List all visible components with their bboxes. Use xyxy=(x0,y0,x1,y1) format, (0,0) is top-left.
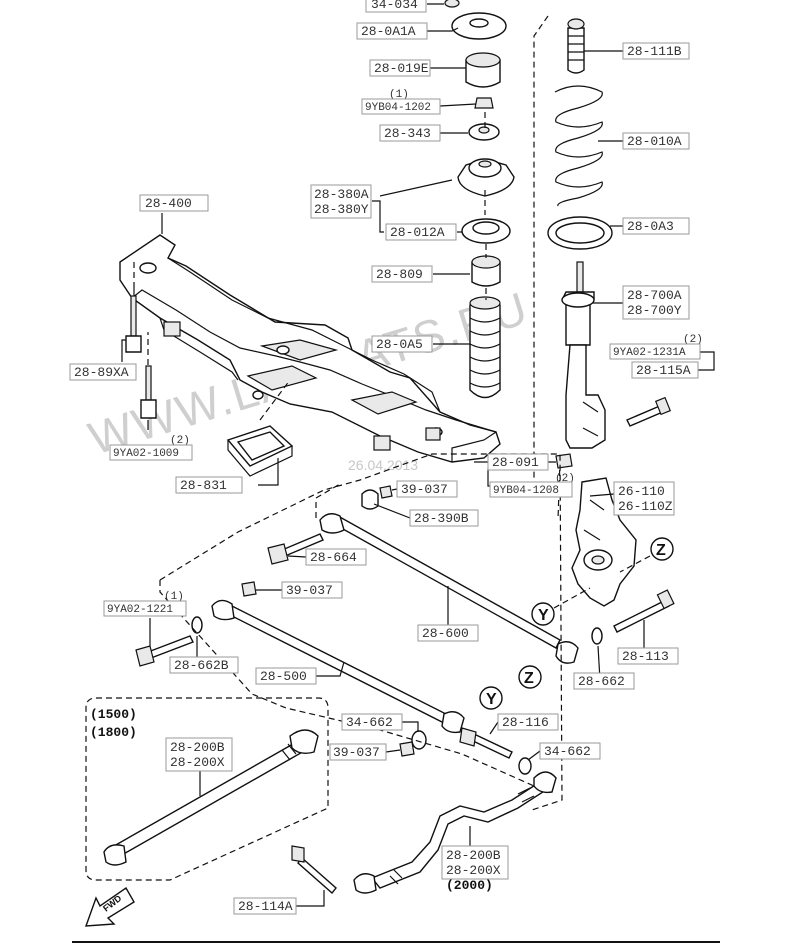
view-marker-y-low-label: Y xyxy=(486,691,497,708)
label-28-662: 28-662 xyxy=(578,674,625,689)
version-1800: (1800) xyxy=(90,725,137,740)
lateral-link-28-500 xyxy=(211,599,465,734)
lateral-link-28-600 xyxy=(319,513,579,664)
label-26-110: 26-110 xyxy=(618,484,665,499)
bolt-28-116 xyxy=(459,727,513,759)
trailing-arm-1500-1800 xyxy=(103,729,319,866)
label-28-200x-a: 28-200X xyxy=(170,755,225,770)
dash-outline-top xyxy=(159,453,563,811)
label-28-200b-a: 28-200B xyxy=(170,740,225,755)
label-9yb04-1202: 9YB04-1202 xyxy=(365,102,431,114)
washer-34-662-a xyxy=(411,730,427,750)
bolt-28-114a xyxy=(291,845,337,895)
spring-assembly xyxy=(547,18,672,449)
label-28-380y: 28-380Y xyxy=(314,202,369,217)
crossmember xyxy=(119,234,501,463)
label-34-034: 34-034 xyxy=(371,0,418,12)
label-28-809: 28-809 xyxy=(376,267,423,282)
label-28-115a: 28-115A xyxy=(636,363,691,378)
label-9ya02-1231a: 9YA02-1231A xyxy=(613,347,686,359)
dash-z-top xyxy=(619,555,651,573)
label-9yb04-1208: 9YB04-1208 xyxy=(493,485,559,497)
washer-28-662 xyxy=(591,627,603,645)
label-28-010a: 28-010A xyxy=(627,134,682,149)
label-9ya02-1221: 9YA02-1221 xyxy=(107,604,173,616)
label-28-343: 28-343 xyxy=(384,126,431,141)
nut-39-037-c xyxy=(399,741,415,757)
pad-28-831 xyxy=(226,425,294,477)
label-28-019e: 28-019E xyxy=(374,61,429,76)
leader-lines xyxy=(121,3,715,907)
label-28-0a5: 28-0A5 xyxy=(376,337,423,352)
bolt-28-89xa xyxy=(125,288,142,353)
view-marker-z-low xyxy=(518,665,542,689)
version-1500: (1500) xyxy=(90,707,137,722)
watermark-date: 26.04.2013 xyxy=(348,457,418,473)
label-39-037-c: 39-037 xyxy=(333,745,380,760)
label-28-700y: 28-700Y xyxy=(627,303,682,318)
label-28-113: 28-113 xyxy=(622,649,669,664)
knuckle xyxy=(571,477,637,607)
view-marker-z-low-label: Z xyxy=(524,670,534,687)
washer-28-662b xyxy=(191,616,203,634)
label-9yb04-1202-qty: (1) xyxy=(389,89,409,101)
label-28-664: 28-664 xyxy=(310,550,357,565)
label-28-600: 28-600 xyxy=(422,626,469,641)
label-28-200x-b: 28-200X xyxy=(446,863,501,878)
fwd-arrow: FWD xyxy=(84,886,135,927)
label-9ya02-1009-qty: (2) xyxy=(170,435,190,447)
label-28-400: 28-400 xyxy=(145,196,192,211)
label-28-200b-b: 28-200B xyxy=(446,848,501,863)
view-marker-y-mid xyxy=(531,602,555,626)
label-28-831: 28-831 xyxy=(180,478,227,493)
nut-28-091 xyxy=(555,453,573,469)
label-39-037-a: 39-037 xyxy=(401,482,448,497)
view-marker-y-low xyxy=(479,686,503,710)
version-box-outline xyxy=(85,697,329,881)
label-39-037-b: 39-037 xyxy=(286,583,333,598)
label-28-114a: 28-114A xyxy=(238,899,293,914)
bolt-9ya02-1009 xyxy=(140,365,157,419)
label-9ya02-1231a-qty: (2) xyxy=(683,334,703,346)
label-28-390b: 28-390B xyxy=(414,511,469,526)
label-34-662-b: 34-662 xyxy=(544,744,591,759)
label-28-091: 28-091 xyxy=(492,455,539,470)
view-marker-y-mid-label: Y xyxy=(538,607,549,624)
label-28-500: 28-500 xyxy=(260,669,307,684)
label-9ya02-1009: 9YA02-1009 xyxy=(113,448,179,460)
dash-spring-axis xyxy=(533,15,549,478)
label-9ya02-1221-qty: (1) xyxy=(164,591,184,603)
dash-mount-axis xyxy=(484,112,487,300)
part-labels: 34-034 28-0A1A 28-111B 28-019E (1) 9YB04… xyxy=(69,0,703,915)
label-34-662-a: 34-662 xyxy=(346,715,393,730)
strut-mount-stack xyxy=(444,0,515,399)
trailing-arm-2000 xyxy=(353,771,557,894)
label-2000: (2000) xyxy=(446,878,493,893)
bolt-28-664 xyxy=(267,533,324,565)
label-28-662b: 28-662B xyxy=(174,658,229,673)
label-28-89xa: 28-89XA xyxy=(74,365,129,380)
bushing-28-390b xyxy=(361,489,379,510)
dash-outline-bottom xyxy=(159,580,535,787)
label-28-380a: 28-380A xyxy=(314,187,369,202)
label-28-012a: 28-012A xyxy=(390,225,445,240)
nut-39-037-a xyxy=(379,485,393,499)
dash-outline-left xyxy=(315,483,341,518)
view-marker-z-top xyxy=(650,537,674,561)
label-26-110z: 26-110Z xyxy=(618,499,673,514)
dash-crossmember-bolts xyxy=(133,262,149,365)
washer-34-662-b xyxy=(518,757,532,775)
label-28-700a: 28-700A xyxy=(627,288,682,303)
dash-pad xyxy=(259,379,291,421)
bolt-9ya02-1221 xyxy=(135,635,194,667)
nut-39-037-b xyxy=(241,581,257,597)
dash-y-mid xyxy=(553,587,591,609)
label-28-111b: 28-111B xyxy=(627,44,682,59)
bolt-28-113 xyxy=(613,589,675,633)
label-28-0a3: 28-0A3 xyxy=(627,219,674,234)
label-28-116: 28-116 xyxy=(502,715,549,730)
view-marker-z-top-label: Z xyxy=(656,542,666,559)
label-28-0a1a: 28-0A1A xyxy=(361,24,416,39)
